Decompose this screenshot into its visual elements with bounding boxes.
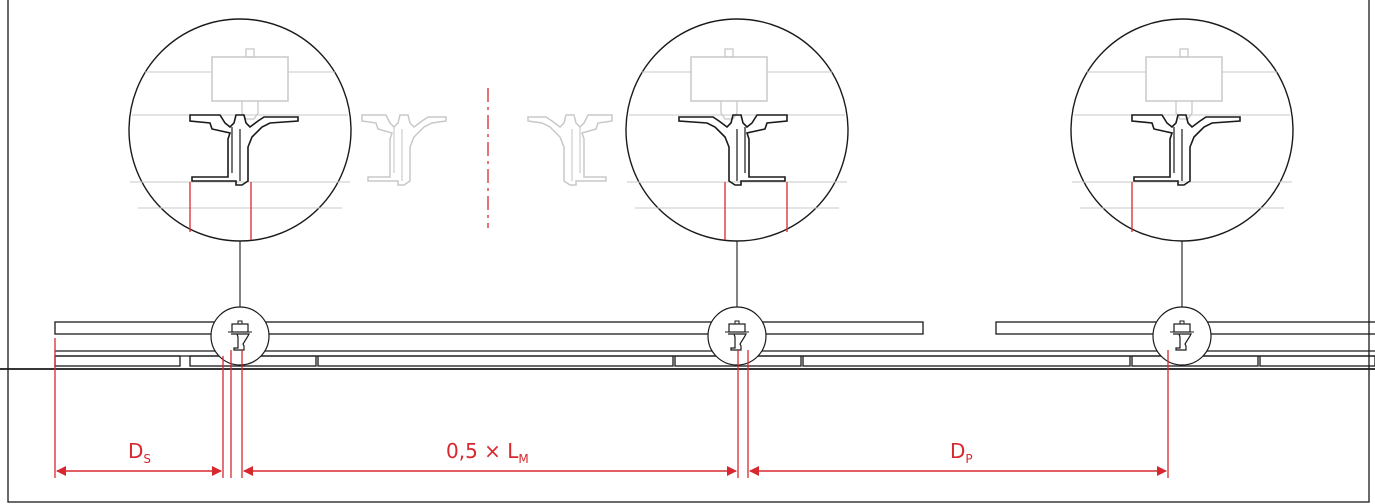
dimension-label-dp: DP (950, 439, 973, 466)
rail-segment (54, 355, 181, 367)
rail-segment (317, 355, 674, 367)
clamp-marker-2 (707, 306, 767, 366)
dimension-label-ds: DS (128, 439, 151, 466)
frame (7, 0, 1370, 503)
clamp-marker-1 (210, 306, 270, 366)
leader-lines (239, 241, 1183, 310)
rail-segment (1259, 355, 1375, 367)
module-left (54, 321, 924, 335)
ghost-profiles (361, 88, 613, 228)
detail-view-2 (625, 18, 849, 242)
dimension-label-lm: 0,5 × LM (446, 439, 529, 466)
clamp-marker-3 (1152, 306, 1212, 366)
extension-lines (54, 338, 1169, 478)
detail-view-3 (1070, 18, 1294, 242)
detail-view-1 (128, 18, 352, 242)
rail-segment (802, 355, 1131, 367)
